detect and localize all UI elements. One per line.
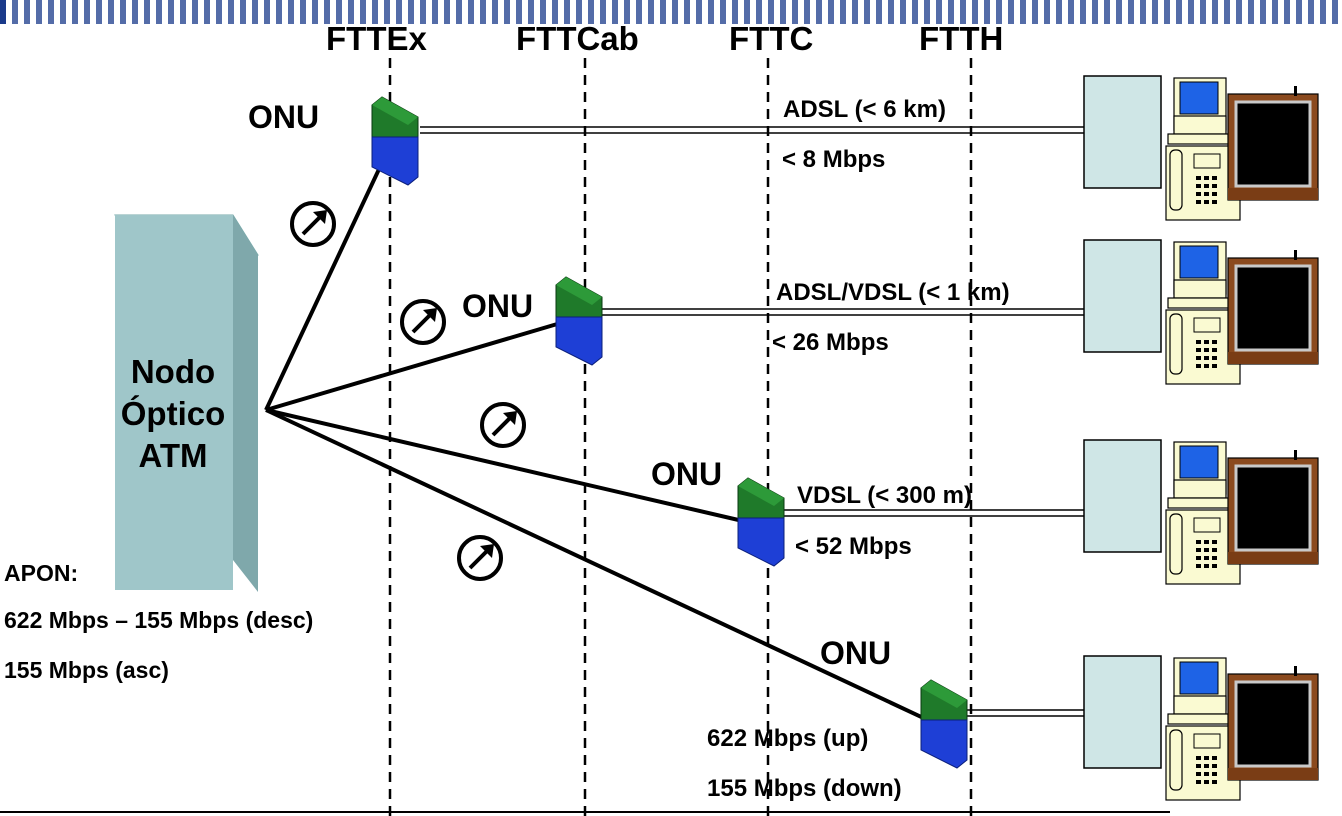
onu-label: ONU xyxy=(462,288,534,324)
link-tech-label: ADSL (< 6 km) xyxy=(783,96,946,123)
fiber-to-fttc xyxy=(265,408,761,527)
node-label: Nodo Óptico ATM xyxy=(112,351,234,477)
column-header-ftth: FTTH xyxy=(919,20,1004,57)
splitter-icon xyxy=(400,299,446,345)
column-header-fttcab: FTTCab xyxy=(516,20,639,57)
customer-premises-3 xyxy=(1082,438,1320,586)
column-header-fttc: FTTC xyxy=(729,20,814,57)
customer-premises-2 xyxy=(1082,238,1320,386)
splitter-icon xyxy=(457,535,503,581)
link-rate-label: 155 Mbps (down) xyxy=(707,775,902,802)
node-label-line: Nodo xyxy=(130,353,216,390)
fiber-to-fttcab xyxy=(265,320,565,412)
onu-label: ONU xyxy=(248,99,320,135)
column-header-fttex: FTTEx xyxy=(326,20,427,57)
onu-device-fttc xyxy=(737,477,785,567)
link-tech-label: VDSL (< 300 m) xyxy=(797,482,972,509)
customer-premises-1 xyxy=(1082,74,1320,222)
splitter-icon xyxy=(290,201,336,247)
fiber-to-fttex xyxy=(264,149,390,411)
link-rate-label: < 52 Mbps xyxy=(795,533,912,560)
link-tech-label: ADSL/VDSL (< 1 km) xyxy=(776,279,1010,306)
apon-upstream: 155 Mbps (asc) xyxy=(4,657,169,683)
link-rate-label: < 26 Mbps xyxy=(772,329,889,356)
onu-device-fttcab xyxy=(555,276,603,366)
header-stripes xyxy=(0,0,1342,24)
onu-device-ftth xyxy=(920,679,968,769)
onu-label: ONU xyxy=(820,635,892,671)
onu-label: ONU xyxy=(651,456,723,492)
node-label-line: Óptico xyxy=(120,395,226,432)
node-label-line: ATM xyxy=(138,437,208,474)
fiber-to-ftth xyxy=(265,408,933,724)
apon-title: APON: xyxy=(4,560,79,586)
link-rate-label: < 8 Mbps xyxy=(782,146,886,173)
link-tech-label: 622 Mbps (up) xyxy=(707,725,869,752)
customer-premises-4 xyxy=(1082,654,1320,802)
atm-optical-node xyxy=(114,214,259,592)
splitter-icon xyxy=(480,402,526,448)
apon-downstream: 622 Mbps – 155 Mbps (desc) xyxy=(4,607,314,633)
